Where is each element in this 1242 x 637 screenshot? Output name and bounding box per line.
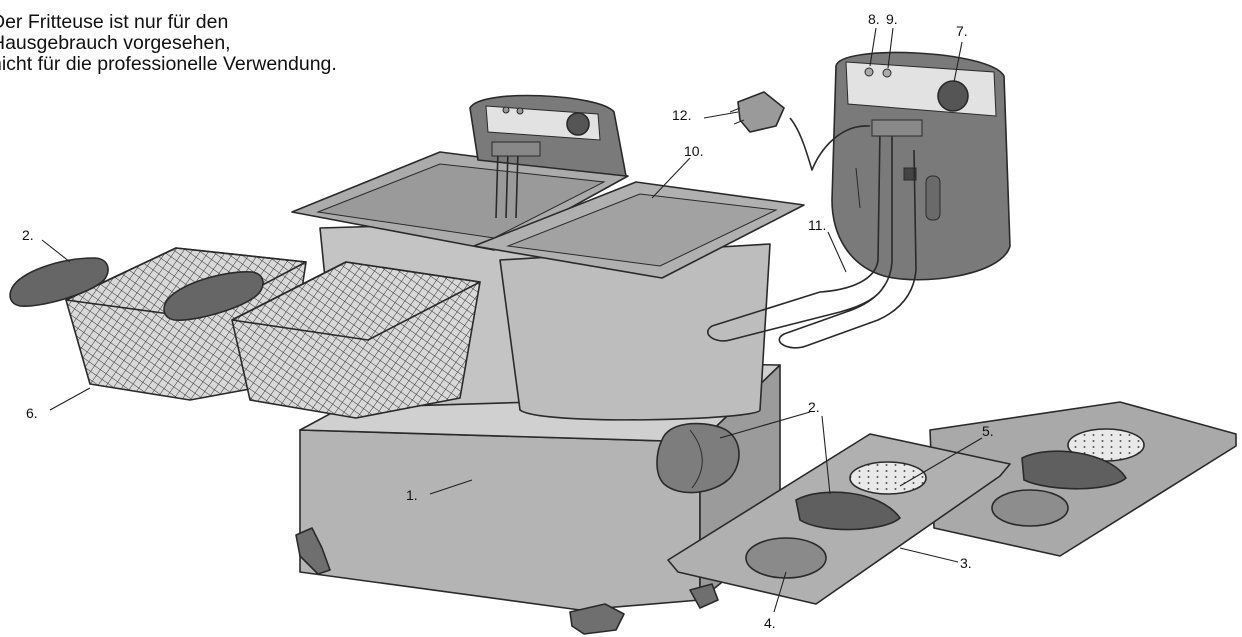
foot-front: [569, 603, 625, 635]
usage-note: Der Fritteuse ist nur für den Hausgebrau…: [0, 12, 337, 75]
leader-9: [887, 27, 894, 69]
heat-lamp-icon: [882, 68, 892, 78]
basket-left-handle: [9, 257, 109, 307]
leader-2b: [719, 411, 811, 439]
callout-3: 3.: [960, 555, 972, 571]
foot-left: [295, 527, 331, 575]
usage-note-line-3: nicht für die professionelle Verwendung.: [0, 53, 337, 75]
callout-9: 9.: [886, 11, 898, 27]
leader-12: [703, 111, 739, 119]
left-lamp-2-icon: [516, 107, 524, 115]
housing-side-handle: [656, 422, 740, 494]
callout-12: 12.: [672, 107, 691, 123]
basket-right-rim: [231, 261, 481, 341]
lid-back-window: [991, 489, 1069, 527]
left-lamp-icon: [502, 106, 510, 114]
left-element-bracket: [491, 141, 541, 157]
leader-10: [651, 157, 691, 199]
callout-labels: 1. 2. 2. 3. 4. 5. 6. 7. 8. 9. 10. 11. 12…: [22, 11, 994, 631]
housing-front: [299, 429, 701, 611]
leader-1: [429, 479, 473, 495]
callout-1: 1.: [406, 487, 418, 503]
right-tank-rim-inner: [506, 193, 778, 267]
leader-6: [49, 387, 91, 411]
callout-8: 8.: [868, 11, 880, 27]
callout-7: 7.: [956, 23, 968, 39]
power-cord: [789, 117, 871, 171]
left-tank-lid-inner: [316, 163, 606, 239]
left-thermostat-knob-icon: [566, 112, 590, 136]
callout-2-basket: 2.: [22, 227, 34, 243]
callout-5: 5.: [982, 423, 994, 439]
lid-front-filter: [849, 461, 927, 495]
lid-front: [667, 433, 1011, 605]
leader-11: [827, 231, 847, 273]
basket-right-handle: [163, 271, 264, 321]
left-heating-element: [495, 149, 519, 219]
plug-pins: [729, 107, 745, 125]
power-plug-icon: [737, 91, 785, 133]
callout-4: 4.: [764, 615, 776, 631]
right-tank-body: [499, 243, 771, 421]
lid-front-window: [745, 537, 827, 579]
callout-11: 11.: [808, 217, 826, 233]
leader-3: [899, 547, 959, 563]
basket-left-rim: [65, 247, 307, 319]
usage-note-line-1: Der Fritteuse ist nur für den: [0, 11, 229, 33]
reset-button-icon: [903, 167, 917, 181]
element-bracket: [871, 119, 923, 137]
usage-note-line-2: Hausgebrauch vorgesehen,: [0, 32, 231, 54]
detached-control-unit: [707, 51, 1011, 349]
callout-10: 10.: [684, 143, 703, 159]
lid-front-handle: [795, 491, 901, 531]
leader-2c: [821, 415, 831, 495]
callout-2-lid: 2.: [808, 399, 820, 415]
right-oil-tank: [473, 181, 805, 421]
leader-lines: [41, 27, 983, 613]
lid-back-handle: [1021, 450, 1127, 490]
handle-crease: [689, 429, 703, 489]
leader-2a: [41, 239, 71, 263]
control-unit-slot-right: [925, 175, 941, 221]
basket-right: [163, 261, 481, 419]
control-unit-slot-left: [855, 167, 861, 209]
thermostat-knob-icon: [937, 80, 969, 112]
heating-element: [707, 129, 917, 349]
leader-5: [899, 437, 983, 487]
power-lamp-icon: [864, 67, 874, 77]
leader-7: [953, 41, 963, 83]
leader-4: [773, 571, 787, 613]
lid-back: [929, 401, 1237, 557]
leader-8: [869, 27, 877, 67]
foot-right: [689, 583, 719, 609]
callout-6: 6.: [26, 405, 38, 421]
